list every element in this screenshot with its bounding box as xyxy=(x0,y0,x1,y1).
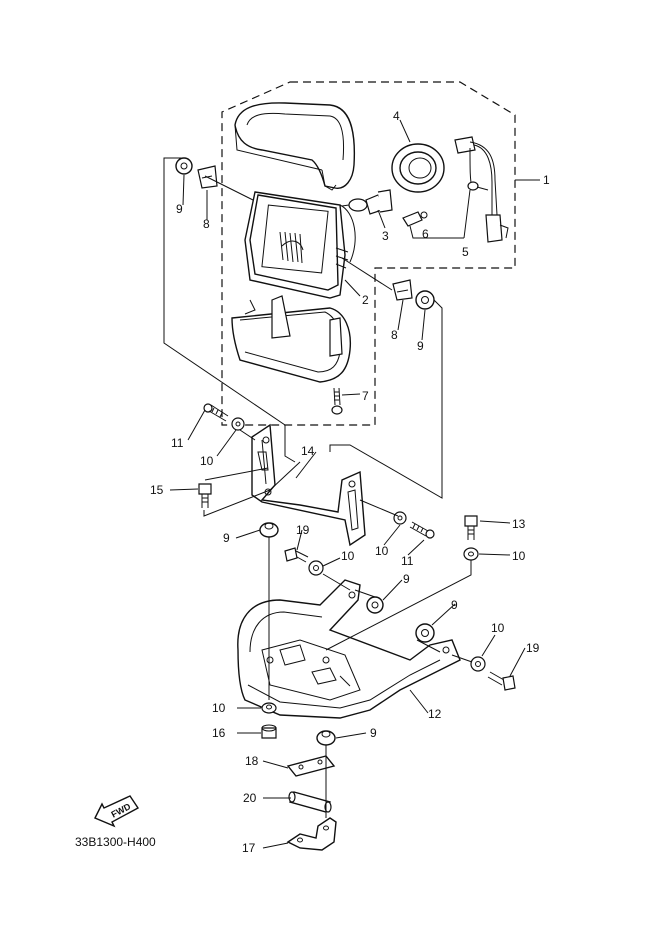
bar-12 xyxy=(237,579,461,719)
callout-17: 17 xyxy=(242,841,256,855)
washer-10-upper-left xyxy=(231,417,245,431)
washer-10-upper-right xyxy=(393,511,407,525)
callout-5: 5 xyxy=(462,245,469,259)
plate-18 xyxy=(286,755,336,777)
part-code: 33B1300-H400 xyxy=(75,835,156,849)
callout-10-b: 10 xyxy=(341,549,355,563)
callout-18: 18 xyxy=(245,754,259,768)
callout-16: 16 xyxy=(212,726,226,740)
callout-9-e: 9 xyxy=(451,598,458,612)
bolt-15 xyxy=(198,483,212,508)
callout-11-a: 11 xyxy=(171,436,184,450)
clip-8-right xyxy=(392,279,413,301)
callout-9-f: 9 xyxy=(370,726,377,740)
grommet-9-mid xyxy=(366,596,384,614)
callout-12: 12 xyxy=(428,707,442,721)
callout-2: 2 xyxy=(362,293,369,307)
wiring-harness xyxy=(454,136,509,243)
leader-lines xyxy=(163,119,540,849)
washer-10-lower-right xyxy=(470,656,486,672)
headlight-cover xyxy=(234,102,356,191)
callout-10-c: 10 xyxy=(375,544,389,558)
grommet-9-bottom xyxy=(316,730,336,746)
nut-16 xyxy=(261,724,277,739)
grommet-9-mid-left xyxy=(259,522,279,538)
callout-labels: 1 2 3 4 5 6 7 8 8 9 9 9 9 9 9 10 10 10 1… xyxy=(150,109,550,855)
position-bulb xyxy=(402,211,428,227)
callout-15: 15 xyxy=(150,483,164,497)
grommet-9-top-right xyxy=(415,290,435,310)
callout-9-c: 9 xyxy=(223,531,230,545)
bolt-19-right xyxy=(487,671,516,691)
assembly-boundary xyxy=(221,81,516,426)
washer-10-lower-left xyxy=(261,702,277,714)
grommet-9-top-left xyxy=(175,157,193,175)
callout-9-a: 9 xyxy=(176,202,183,216)
grommet-9-right xyxy=(415,623,435,643)
callout-8-right: 8 xyxy=(391,328,398,342)
callout-4: 4 xyxy=(393,109,400,123)
callout-10-d: 10 xyxy=(512,549,526,563)
callout-20: 20 xyxy=(243,791,257,805)
callout-11-b: 11 xyxy=(401,554,414,568)
callout-10-e: 10 xyxy=(491,621,505,635)
callout-14: 14 xyxy=(301,444,315,458)
bolt-11-left xyxy=(203,403,229,422)
callout-7: 7 xyxy=(362,389,369,403)
socket-cover xyxy=(391,143,445,193)
bolt-19-left xyxy=(284,547,309,563)
headlight-bulb xyxy=(341,189,393,215)
washer-10-right xyxy=(463,547,479,561)
callout-10-f: 10 xyxy=(212,701,226,715)
callout-19-b: 19 xyxy=(526,641,540,655)
callout-6: 6 xyxy=(422,227,429,241)
callout-9-d: 9 xyxy=(403,572,410,586)
callout-1: 1 xyxy=(543,173,550,187)
screw-7 xyxy=(331,387,343,415)
bracket-17 xyxy=(286,817,337,851)
callout-19-a: 19 xyxy=(296,523,310,537)
callout-8-left: 8 xyxy=(203,217,210,231)
fwd-arrow-icon: FWD xyxy=(94,795,140,828)
callout-10-a: 10 xyxy=(200,454,214,468)
callout-13: 13 xyxy=(512,517,526,531)
headlight-unit xyxy=(244,191,356,299)
collar-20 xyxy=(288,791,332,813)
bolt-11-right xyxy=(409,521,435,539)
bolt-13 xyxy=(464,515,478,540)
headlight-housing-lower xyxy=(231,295,352,383)
washer-10-mid xyxy=(308,560,324,576)
callout-3: 3 xyxy=(382,229,389,243)
callout-9-b: 9 xyxy=(417,339,424,353)
